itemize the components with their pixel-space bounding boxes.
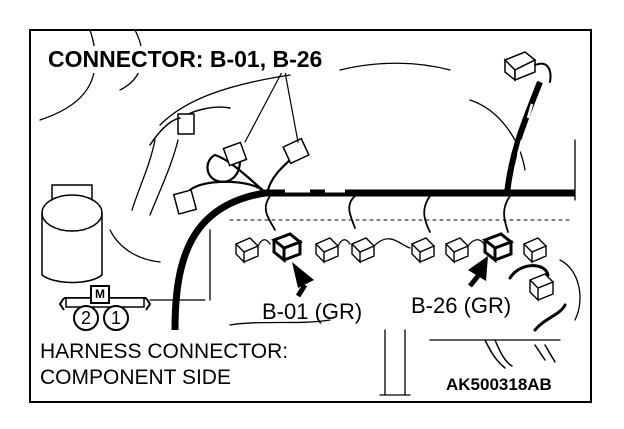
hose: [149, 106, 231, 146]
connector-marker: M: [90, 285, 110, 304]
pin-1-label: 1: [103, 305, 129, 331]
top-right-connector: [503, 51, 552, 83]
side-label-line2: COMPONENT SIDE: [40, 366, 231, 389]
figure-title: CONNECTOR: B-01, B-26: [44, 46, 327, 73]
lower-right-connector: [508, 264, 567, 332]
main-harness: [171, 189, 575, 331]
right-harness: [504, 80, 543, 194]
b01-callout: B-01 (GR): [262, 299, 363, 324]
b26-callout: B-26 (GR): [411, 293, 512, 318]
branch-wires: [264, 195, 511, 233]
figure-code: AK500318AB: [446, 375, 552, 394]
lower-wires: [484, 339, 556, 369]
row-wires: [257, 238, 485, 249]
pin-2-label: 2: [73, 305, 99, 331]
reservoir: [41, 184, 103, 284]
title-leaders: [244, 71, 299, 143]
upper-connectors: [172, 137, 310, 215]
side-label-line1: HARNESS CONNECTOR:: [40, 340, 289, 363]
callout-arrows: [292, 256, 488, 298]
connector-row: [234, 232, 548, 264]
